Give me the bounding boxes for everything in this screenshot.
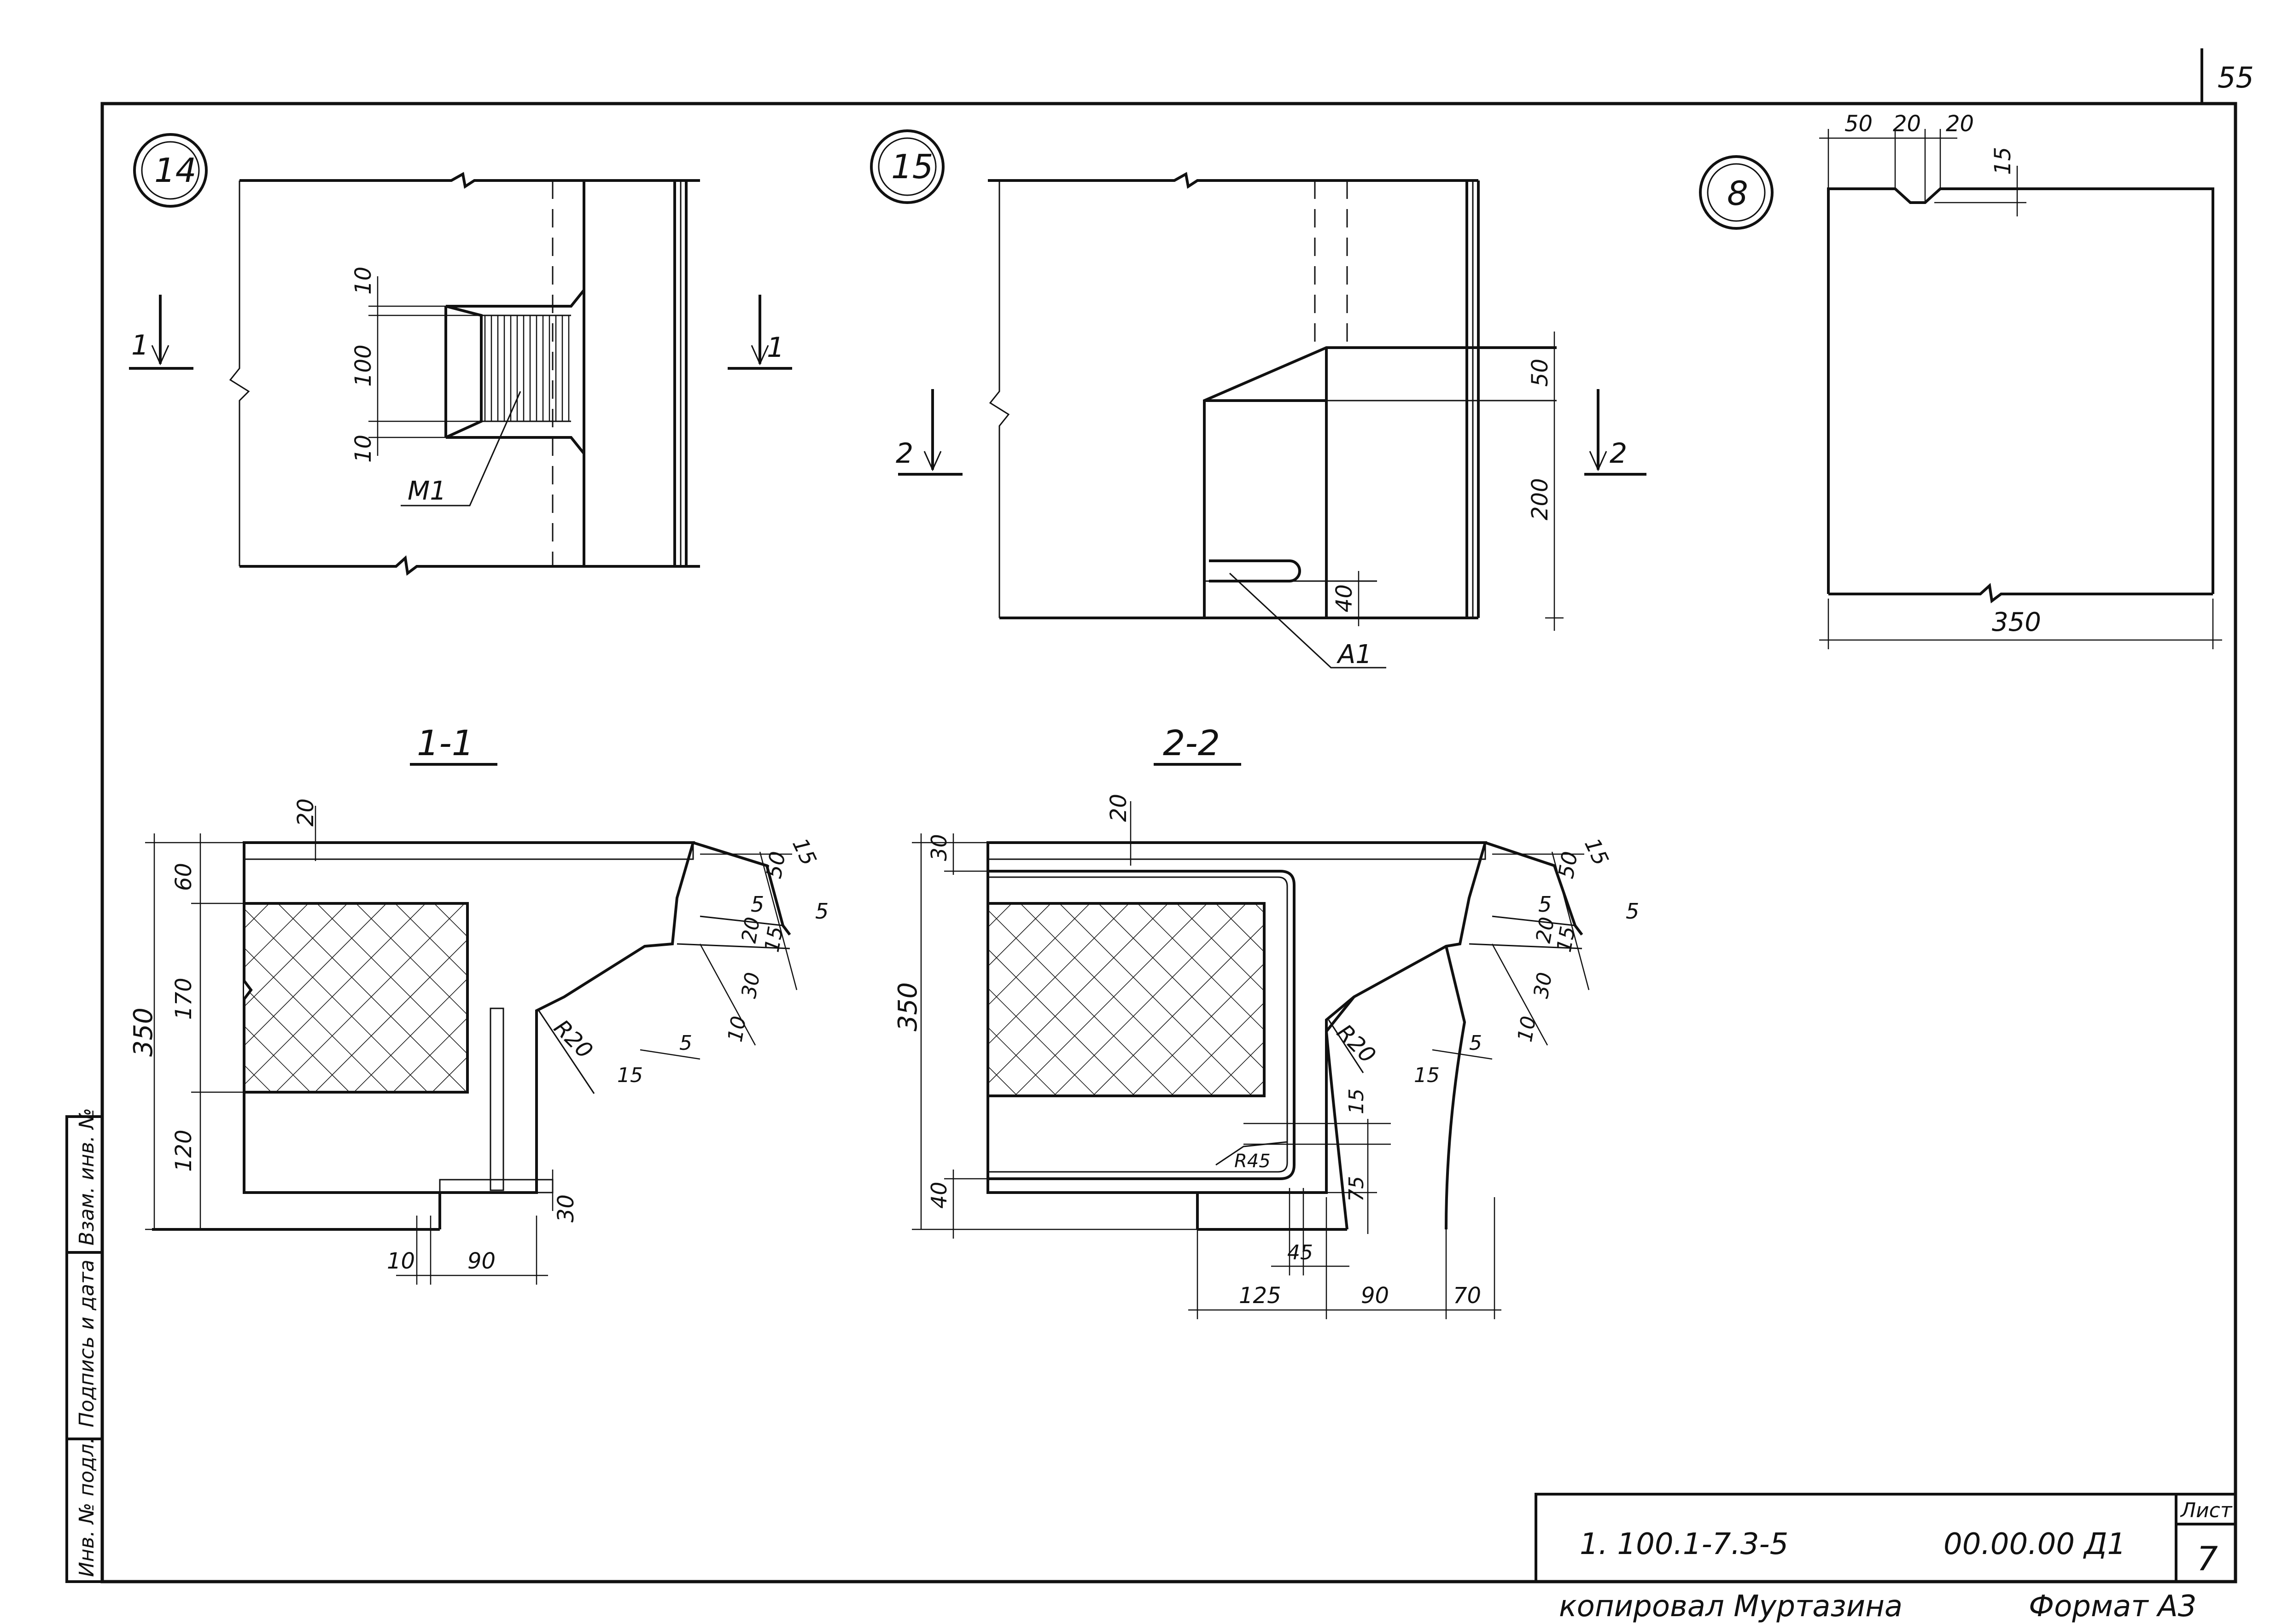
- dim-s2-40: 40: [927, 1182, 951, 1209]
- stamp-vzam: Взам. инв. №: [75, 1108, 99, 1246]
- designation: 1. 100.1-7.3-5: [1580, 1527, 1788, 1561]
- dim-s2-75: 75: [1345, 1176, 1368, 1202]
- callout-15: 15: [870, 129, 945, 204]
- label-a1: А1: [1337, 640, 1372, 669]
- section-2-2: 350 30 40 20 15 75 45 R45 R20 125 90 70 …: [893, 794, 1639, 1319]
- dim-s1-r15c: 15: [617, 1064, 643, 1087]
- side-stamp: Инв. № подл. Подпись и дата Взам. инв. №: [65, 1108, 104, 1583]
- dim-s2-15: 15: [1345, 1088, 1368, 1114]
- dim-s1-30: 30: [553, 1194, 579, 1222]
- section-mark-2-left: 2: [896, 437, 913, 470]
- page-number: 55: [2218, 61, 2254, 94]
- dim-8-50: 50: [1844, 111, 1873, 137]
- section-title-2-2: 2-2: [1163, 722, 1220, 763]
- dim-s1-r20: 20: [737, 915, 765, 945]
- dim-s2-r10: 10: [1513, 1014, 1541, 1044]
- callout-15-number: 15: [891, 147, 934, 186]
- dim-s2-r50: 50: [1553, 850, 1582, 880]
- dim-s2-350: 350: [893, 982, 923, 1031]
- callout-14: 14: [133, 133, 208, 208]
- dim-s1-r5a: 5: [751, 892, 764, 917]
- dim-14-10-top: 10: [350, 267, 376, 295]
- section-title-1-1: 1-1: [417, 722, 474, 763]
- view-15: 50 200 40 А1 2 2: [896, 172, 1646, 669]
- callout-8: 8: [1699, 155, 1774, 230]
- dim-s2-r15c: 15: [1414, 1064, 1440, 1087]
- dim-s1-r50: 50: [761, 850, 790, 880]
- embedded-plate-m1: [481, 315, 571, 421]
- section-2-2-topping: [987, 842, 1486, 860]
- label-r20-s1: R20: [549, 1015, 598, 1064]
- dim-8-15: 15: [1990, 147, 2016, 175]
- dim-s1-350: 350: [128, 1007, 158, 1057]
- dim-s1-60: 60: [171, 863, 197, 891]
- dim-s2-r15a: 15: [1580, 834, 1614, 869]
- dim-8-20a: 20: [1893, 111, 1921, 137]
- callout-14-number: 14: [154, 151, 197, 190]
- sheet-format: Формат А3: [2029, 1589, 2197, 1624]
- dim-s2-r15b: 15: [1552, 925, 1580, 954]
- label-r20-s2: R20: [1332, 1019, 1381, 1068]
- list-label: Лист: [2180, 1499, 2233, 1522]
- section-1-1: 350 60 170 120 10 90 30 20 R20 15 50 5 5…: [128, 798, 829, 1285]
- dim-s1-90: 90: [467, 1248, 496, 1274]
- section-1-1-insulation: [243, 902, 469, 1094]
- dim-s2-r5b: 5: [1626, 899, 1639, 924]
- dim-s2-r30: 30: [1529, 971, 1557, 1000]
- section-1-1-topping: [243, 842, 694, 860]
- title-block: 1. 100.1-7.3-5 00.00.00 Д1 Лист 7 копиро…: [1535, 1493, 2237, 1624]
- section-2-2-insulation: [986, 902, 1266, 1097]
- dim-s2-45: 45: [1287, 1241, 1313, 1264]
- dim-s1-10: 10: [387, 1248, 415, 1274]
- view-14: 10 100 10 М1 1 1: [129, 172, 792, 576]
- dim-8-350: 350: [1992, 607, 2041, 637]
- section-2-2-rebar-loop: [988, 870, 1296, 1180]
- dim-s1-r15b: 15: [760, 925, 788, 954]
- callout-8-number: 8: [1727, 174, 1748, 213]
- dim-s1-r15a: 15: [788, 834, 822, 869]
- stamp-podpis: Подпись и дата: [75, 1260, 99, 1427]
- dim-15-50: 50: [1527, 359, 1553, 387]
- dim-15-40: 40: [1331, 584, 1357, 612]
- dim-s1-170: 170: [171, 978, 197, 1020]
- dim-s2-20: 20: [1106, 794, 1132, 822]
- dim-s2-70: 70: [1453, 1283, 1481, 1309]
- sheet-frame: 55: [100, 48, 2254, 1583]
- stamp-inv-podl: Инв. № подл.: [75, 1437, 99, 1577]
- dim-s1-r30: 30: [737, 971, 765, 1000]
- section-mark-2-right: 2: [1610, 437, 1627, 470]
- label-r45: R45: [1234, 1151, 1271, 1172]
- copied-by: копировал Муртазина: [1559, 1589, 1903, 1624]
- dim-s2-90: 90: [1361, 1283, 1389, 1309]
- dim-8-20b: 20: [1946, 111, 1974, 137]
- dim-s1-120: 120: [171, 1129, 197, 1172]
- section-1-1-concrete: [243, 841, 695, 1194]
- dim-s2-30: 30: [927, 834, 951, 861]
- dim-s2-r5a: 5: [1538, 892, 1552, 917]
- document-code: 00.00.00 Д1: [1943, 1527, 2126, 1561]
- view-8: 50 20 20 15 350: [1819, 111, 2222, 649]
- dim-s1-r5b: 5: [815, 899, 829, 924]
- section-mark-1-left: 1: [131, 329, 149, 361]
- dim-s1-r5c: 5: [679, 1031, 692, 1055]
- list-number: 7: [2197, 1539, 2218, 1578]
- dim-s2-r20: 20: [1532, 915, 1559, 945]
- dim-14-10-bottom: 10: [350, 435, 376, 463]
- dim-s2-125: 125: [1239, 1283, 1281, 1309]
- dim-15-200: 200: [1527, 478, 1553, 520]
- dim-14-100: 100: [350, 344, 376, 387]
- dim-s2-r5c: 5: [1469, 1031, 1482, 1055]
- label-m1: М1: [408, 476, 446, 506]
- dim-s1-20: 20: [293, 798, 319, 827]
- section-mark-1-right: 1: [767, 332, 784, 364]
